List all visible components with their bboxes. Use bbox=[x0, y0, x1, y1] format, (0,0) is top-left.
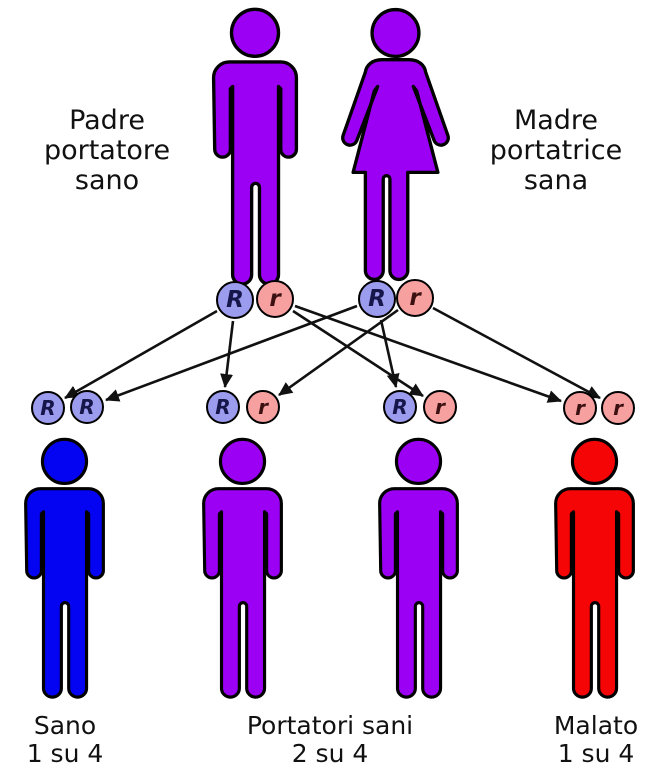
mother-label: Madre portatrice sana bbox=[451, 105, 661, 197]
child-affected-figure bbox=[542, 436, 647, 701]
arrow-motherR-child3 bbox=[379, 319, 400, 388]
child-carrier-figure-2 bbox=[366, 436, 471, 701]
caption-healthy: Sano 1 su 4 bbox=[0, 712, 130, 767]
caption-affected-title: Malato bbox=[553, 711, 639, 740]
male-carrier-icon bbox=[378, 437, 459, 699]
male-affected-icon bbox=[554, 437, 635, 699]
mother-allele-R: R bbox=[358, 280, 396, 318]
arrow-motherr-child2 bbox=[278, 308, 399, 397]
mother-label-line3: sana bbox=[523, 165, 589, 197]
father-allele-R: R bbox=[216, 281, 254, 319]
mother-allele-r: r bbox=[396, 279, 434, 317]
caption-carriers: Portatori sani 2 su 4 bbox=[230, 712, 430, 767]
child-healthy-figure bbox=[12, 436, 117, 701]
mother-label-line2: portatrice bbox=[489, 135, 623, 167]
arrow-fatherr-child3 bbox=[292, 309, 424, 398]
caption-affected: Malato 1 su 4 bbox=[516, 712, 662, 767]
arrow-fatherR-child1 bbox=[64, 309, 218, 400]
father-label: Padre portatore sano bbox=[2, 105, 212, 197]
father-label-line3: sano bbox=[74, 165, 140, 197]
caption-healthy-title: Sano bbox=[33, 711, 97, 740]
father-allele-r: r bbox=[256, 280, 294, 318]
child-carrier-figure-1 bbox=[190, 436, 295, 701]
female-carrier-icon bbox=[341, 7, 450, 282]
child-2-allele-1: R bbox=[206, 390, 240, 424]
child-3-allele-1: R bbox=[383, 390, 417, 424]
mother-label-line1: Madre bbox=[513, 105, 599, 136]
arrow-motherR-child1 bbox=[105, 304, 358, 402]
father-label-line1: Padre bbox=[69, 105, 145, 136]
father-label-line2: portatore bbox=[43, 135, 171, 167]
caption-healthy-ratio: 1 su 4 bbox=[26, 738, 104, 768]
child-3-allele-2: r bbox=[423, 390, 457, 424]
child-4-allele-1: r bbox=[563, 391, 597, 425]
male-carrier-icon bbox=[211, 7, 299, 286]
caption-carriers-ratio: 2 su 4 bbox=[291, 738, 369, 768]
child-1-allele-1: R bbox=[31, 391, 65, 425]
child-2-allele-2: r bbox=[246, 390, 280, 424]
male-carrier-icon bbox=[202, 437, 283, 699]
father-figure bbox=[199, 6, 311, 288]
caption-affected-ratio: 1 su 4 bbox=[557, 738, 635, 768]
arrow-fatherr-child4 bbox=[294, 304, 562, 403]
child-1-allele-2: R bbox=[70, 390, 104, 424]
arrow-motherr-child4 bbox=[432, 306, 601, 400]
caption-carriers-title: Portatori sani bbox=[246, 711, 414, 740]
male-healthy-icon bbox=[24, 437, 105, 699]
child-4-allele-2: r bbox=[601, 391, 635, 425]
arrow-fatherR-child2 bbox=[220, 320, 235, 388]
mother-figure bbox=[323, 6, 468, 283]
